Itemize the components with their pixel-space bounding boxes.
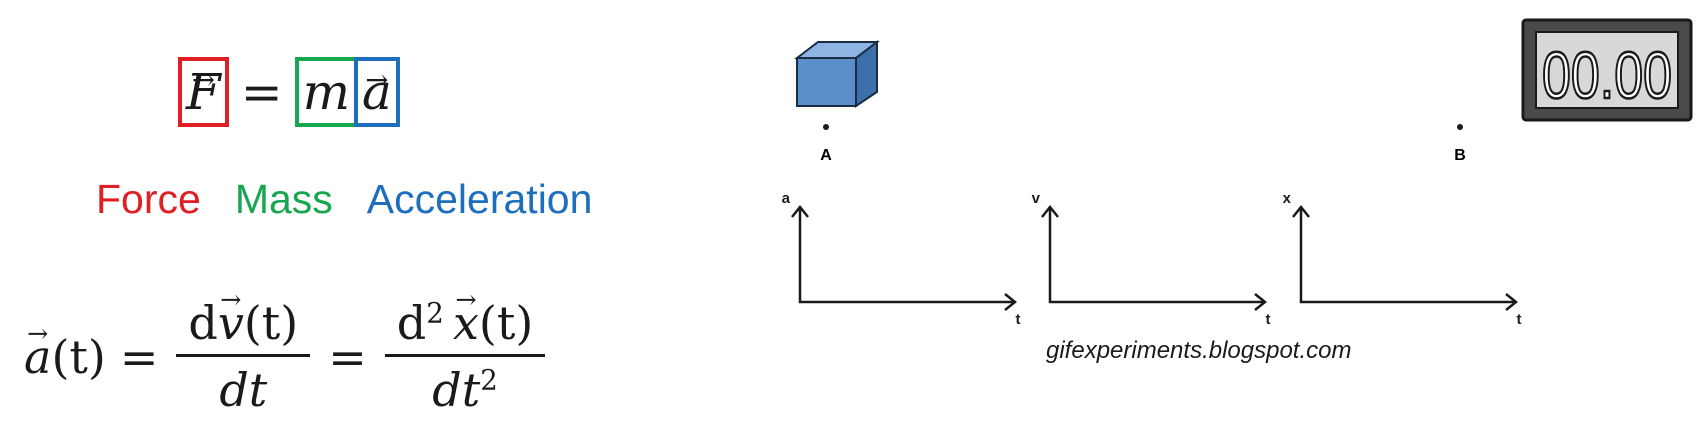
x-axis-label: t	[1517, 311, 1522, 328]
velocity-derivative-fraction: d→v(t) dt	[176, 285, 311, 417]
x-axis-arrow	[1254, 293, 1268, 311]
y-axis-label: a	[782, 190, 791, 207]
graph-axes	[1048, 207, 1265, 304]
x-axis-arrow	[1505, 293, 1519, 311]
point-a-label: A	[820, 147, 832, 164]
y-axis-arrow	[1292, 204, 1310, 218]
point-b-marker	[1457, 124, 1463, 130]
x-axis-label: t	[1266, 311, 1271, 328]
graph-v-vs-t: vt	[1032, 190, 1271, 328]
stopwatch-timer: 00.00	[1521, 18, 1693, 122]
acceleration-label: Acceleration	[366, 176, 593, 222]
force-vector: → F	[186, 63, 221, 121]
acceleration-symbol: a	[362, 63, 392, 121]
lhs-accel-vector: → a	[24, 318, 52, 384]
graph-a-vs-t: at	[782, 190, 1021, 328]
timer-display: 00.00	[1542, 38, 1672, 112]
acceleration-vector: → a	[362, 63, 392, 121]
equals-sign-1: =	[119, 329, 159, 384]
y-axis-label: x	[1283, 190, 1292, 207]
x-axis-label: t	[1016, 311, 1021, 328]
point-a-marker	[823, 124, 829, 130]
y-axis-arrow	[1041, 204, 1059, 218]
equals-sign-2: =	[328, 329, 367, 384]
x-axis-arrow	[1004, 293, 1018, 311]
credit-text: gifexperiments.blogspot.com	[1046, 337, 1351, 364]
mass-label: Mass	[234, 176, 333, 222]
acceleration-box: → a	[354, 57, 400, 127]
mass-symbol: m	[302, 63, 351, 121]
equals-sign: =	[240, 63, 283, 121]
mass-box: m	[294, 57, 359, 127]
y-axis-label: v	[1032, 190, 1041, 207]
acceleration-derivative-equation: → a (t) = d→v(t) dt = d2 →x(t) dt2	[24, 285, 549, 417]
graph-axes	[798, 207, 1015, 304]
point-b-label: B	[1454, 147, 1466, 164]
y-axis-arrow	[791, 204, 809, 218]
force-label: Force	[96, 176, 201, 222]
force-symbol: F	[186, 63, 221, 121]
newton-second-law-equation: → F = m → a	[178, 52, 400, 132]
graph-x-vs-t: xt	[1283, 190, 1522, 328]
quantity-labels: Force Mass Acceleration	[96, 176, 592, 223]
moving-block	[794, 39, 880, 108]
lhs-arg: (t)	[51, 329, 106, 384]
position-second-derivative-fraction: d2 →x(t) dt2	[384, 285, 546, 417]
force-box: → F	[178, 57, 229, 127]
graph-axes	[1299, 207, 1516, 304]
